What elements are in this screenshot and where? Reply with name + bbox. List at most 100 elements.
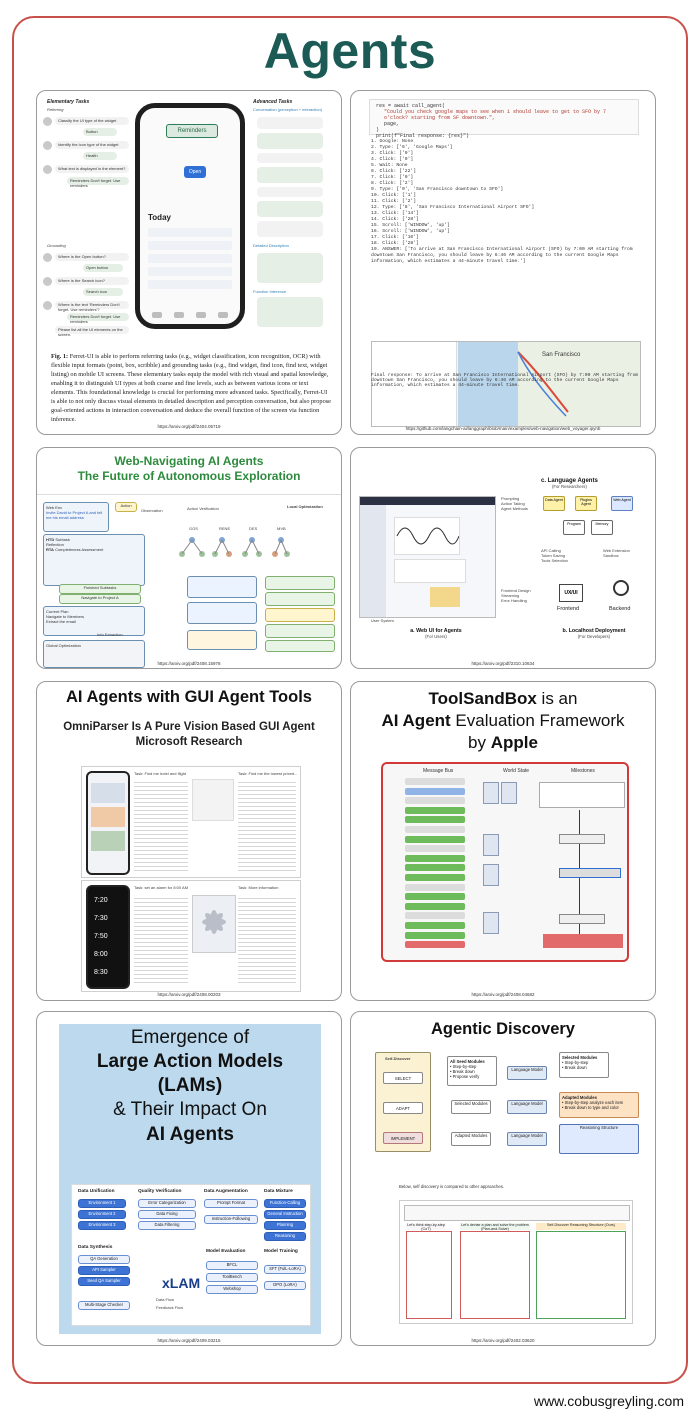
section-heading: Quality Verification xyxy=(138,1189,182,1194)
code-line: ) xyxy=(376,127,380,133)
conversation-bubble xyxy=(257,153,323,163)
code-line: "Could you check google maps to see when… xyxy=(384,109,607,121)
ferret-bubble: Where is the Search icon? xyxy=(55,277,129,285)
agent-message xyxy=(265,640,335,652)
message-row xyxy=(405,826,465,833)
web-voyager-url[interactable]: https://github.com/langchain-ai/langgrap… xyxy=(405,426,601,431)
agent-step: 9. Type: ['0', 'San Francisco downtown t… xyxy=(371,187,504,193)
agent-step: 17. Click: ['10'] xyxy=(371,235,419,241)
web-ui-caption: a. Web UI for Agents(For Users) xyxy=(410,628,462,639)
list-row xyxy=(148,280,232,289)
code-line: page, xyxy=(384,121,400,127)
agent-step: 5. Wait: None xyxy=(371,163,408,169)
omniparser-subtitle: OmniParser Is A Pure Vision Based GUI Ag… xyxy=(37,720,341,749)
web-navigating-url[interactable]: https://arxiv.org/pdf/2408.15978 xyxy=(157,661,221,666)
comparison-note: Below, self discovery is compared to oth… xyxy=(399,1184,505,1189)
state-box xyxy=(483,912,499,934)
final-response: Final response: To arrive at San Francis… xyxy=(371,373,639,388)
language-agents-caption: c. Language Agents(For Researchers) xyxy=(541,478,598,489)
step-box xyxy=(187,630,257,650)
feedback-flow-legend: Feedback Flow xyxy=(156,1305,184,1310)
ferret-bubble: Please list all the UI elements on the s… xyxy=(55,326,129,337)
description-bubble xyxy=(257,253,323,283)
omniparser-example-1: Task: Find me hotel and flight Task: Fin… xyxy=(81,766,301,878)
footer-site[interactable]: www.cobusgreyling.com xyxy=(533,1393,684,1409)
adapt-stage: ADAPT xyxy=(383,1102,423,1114)
section-heading: Data Augmentation xyxy=(204,1189,248,1194)
code-line: res = await call_agent( xyxy=(376,103,446,109)
milestone-fail xyxy=(543,934,623,948)
ferret-bubble: Reminders Don't forget. Use reminders xyxy=(67,313,129,324)
map-water xyxy=(458,342,518,426)
milestone-legend xyxy=(539,782,625,808)
subtitle-line: OmniParser Is A Pure Vision Based GUI Ag… xyxy=(63,721,315,733)
agent-message xyxy=(265,592,335,606)
panel-lam: Emergence of Large Action Models (LAMs) … xyxy=(36,1011,342,1346)
agentic-discovery-url[interactable]: https://arxiv.org/pdf/2402.03620 xyxy=(471,1338,535,1343)
message-row xyxy=(405,902,465,910)
panel-web-voyager: res = await call_agent( "Could you check… xyxy=(350,90,656,435)
code-snippet: res = await call_agent( "Could you check… xyxy=(369,99,639,139)
rene-label: RENE xyxy=(219,526,231,531)
syn-box: Multi-Stage Checker xyxy=(78,1301,130,1310)
phone-mockup: Reminders Open Today xyxy=(135,103,245,329)
content-card xyxy=(394,559,466,583)
self-discover-heading: Self-Discover Reasoning Structure (Ours) xyxy=(536,1223,626,1230)
train-box: DPO (LoRA) xyxy=(264,1281,306,1290)
grounding-label: Grounding xyxy=(47,243,66,248)
today-heading: Today xyxy=(148,213,171,222)
global-optimization: Global Optimization xyxy=(43,640,145,668)
ferret-url[interactable]: https://arxiv.org/pdf/2404.05719 xyxy=(157,424,221,429)
message-row xyxy=(405,922,465,929)
advanced-tasks-heading: Advanced Tasks xyxy=(253,99,293,105)
prompt-box xyxy=(404,1205,630,1221)
caption-lead: Fig. 1: xyxy=(51,353,69,360)
chart-preview xyxy=(394,517,460,555)
window-sidebar xyxy=(360,505,386,617)
agent-ui-url[interactable]: https://arxiv.org/pdf/2310.10634 xyxy=(471,661,535,666)
ferret-bubble: Where is the Open button? xyxy=(55,253,129,261)
image-block xyxy=(91,831,125,851)
flower-image xyxy=(192,895,236,953)
message-row xyxy=(405,931,465,939)
message-row xyxy=(405,835,465,843)
memory-node: Memory xyxy=(591,520,613,535)
web-navigating-title: Web-Navigating AI Agents The Future of A… xyxy=(37,454,341,483)
ferret-bubble: Health xyxy=(83,152,117,160)
function-inference-label: Function Inference xyxy=(253,289,287,294)
plan-solve-column xyxy=(460,1231,530,1319)
text-column xyxy=(238,779,296,871)
map-screenshot: San Francisco xyxy=(371,341,641,427)
message-row xyxy=(405,854,465,862)
section-heading: Model Evaluation xyxy=(206,1249,246,1254)
aug-box: Instruction-Following xyxy=(204,1215,258,1224)
omniparser-url[interactable]: https://arxiv.org/pdf/2408.00203 xyxy=(157,992,221,997)
task-label: Task: set an alarm for 8:00 AM xyxy=(134,885,189,890)
conversation-bubble xyxy=(257,117,323,129)
agent-step: 11. Click: ['2'] xyxy=(371,199,417,205)
milestone-node xyxy=(559,868,621,878)
lam-url[interactable]: https://arxiv.org/pdf/2409.03215 xyxy=(157,1338,221,1343)
select-stage: SELECT xyxy=(383,1072,423,1084)
message-row xyxy=(405,941,465,949)
plugins-agent-node: Plugins Agent xyxy=(575,496,597,511)
message-row xyxy=(405,787,465,795)
toolsandbox-url[interactable]: https://arxiv.org/pdf/2408.04682 xyxy=(471,992,535,997)
conversation-bubble xyxy=(257,167,323,183)
state-box xyxy=(483,834,499,856)
reasoning-structure: Reasoning Structure xyxy=(559,1124,639,1154)
message-row xyxy=(405,778,465,785)
route-line xyxy=(517,351,569,417)
section-heading: Data Unification xyxy=(78,1189,115,1194)
self-discover-column-result xyxy=(536,1231,626,1319)
eval-box: BFCL xyxy=(206,1261,258,1270)
comparison-figure: Let's think step-by-step (CoT) Let's dev… xyxy=(399,1200,633,1324)
mix-box: Planning xyxy=(264,1221,306,1230)
agent-step: 15. Scroll: ['WINDOW', 'up'] xyxy=(371,223,450,229)
